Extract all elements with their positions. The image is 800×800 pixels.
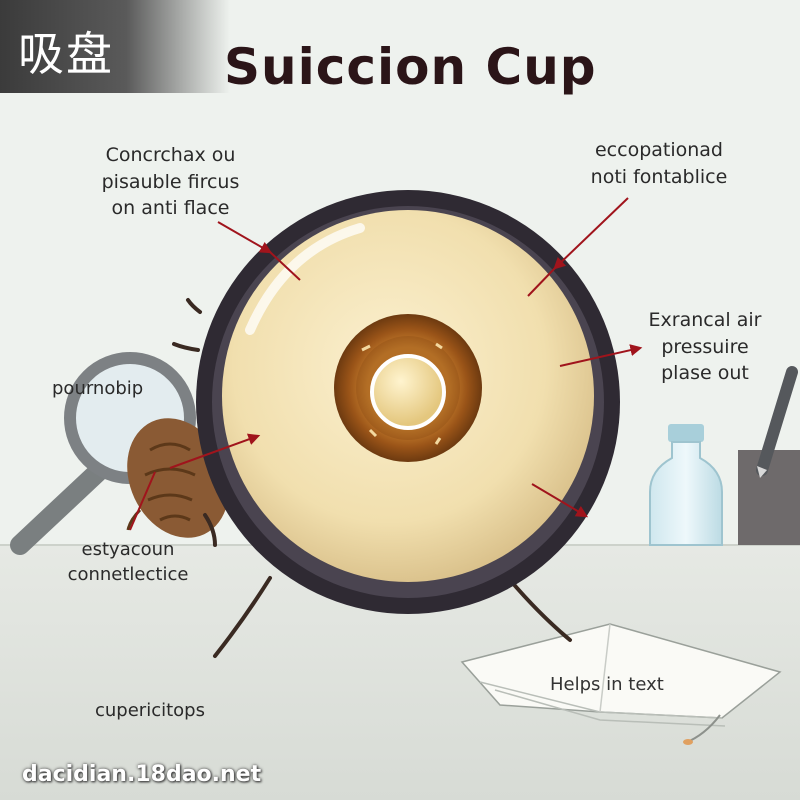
- callout-line: eccopationad: [594, 139, 723, 161]
- pen-cup-icon: [738, 366, 800, 545]
- callout-line: pisauble fircus: [101, 170, 240, 193]
- callout-line: noti fontablice: [590, 165, 728, 188]
- arrow-left: [129, 433, 261, 531]
- book-caption: Helps in text: [550, 674, 664, 695]
- suction-cup: [196, 190, 620, 614]
- callout-bottom-left: estyacoun connetlectice: [58, 537, 198, 587]
- arrow-bottom-right: [531, 483, 589, 518]
- callout-line: on anti flace: [111, 197, 230, 220]
- callout-line: Exrancal air: [648, 309, 762, 331]
- arrow-top-left: [217, 221, 301, 281]
- callout-bottom: cupericitops: [95, 700, 205, 721]
- callout-line: connetlectice: [67, 564, 189, 586]
- callout-line: pressuire: [661, 335, 749, 358]
- site-watermark: dacidian.18dao.net: [22, 762, 262, 787]
- callout-line: Concrchax ou: [105, 144, 236, 166]
- arrow-right: [559, 344, 643, 367]
- callout-line: plase out: [661, 362, 749, 385]
- callout-line: estyacoun: [81, 539, 175, 560]
- callout-top-right: eccopationad noti fontablice: [585, 137, 733, 190]
- cjk-title: 吸盘: [18, 27, 114, 81]
- book-icon: [460, 623, 782, 745]
- arrow-top-right: [527, 197, 629, 297]
- cup-legs: [172, 298, 572, 658]
- callout-right: Exrancal air pressuire plase out: [640, 307, 770, 387]
- callout-left: pournobip: [52, 378, 144, 399]
- callout-top-left: Concrchax ou pisauble fircus on anti fla…: [68, 142, 273, 222]
- page-title: Suiccion Cup: [224, 38, 597, 96]
- cjk-title-badge: 吸盘: [0, 0, 230, 93]
- bottle-icon: [649, 424, 723, 546]
